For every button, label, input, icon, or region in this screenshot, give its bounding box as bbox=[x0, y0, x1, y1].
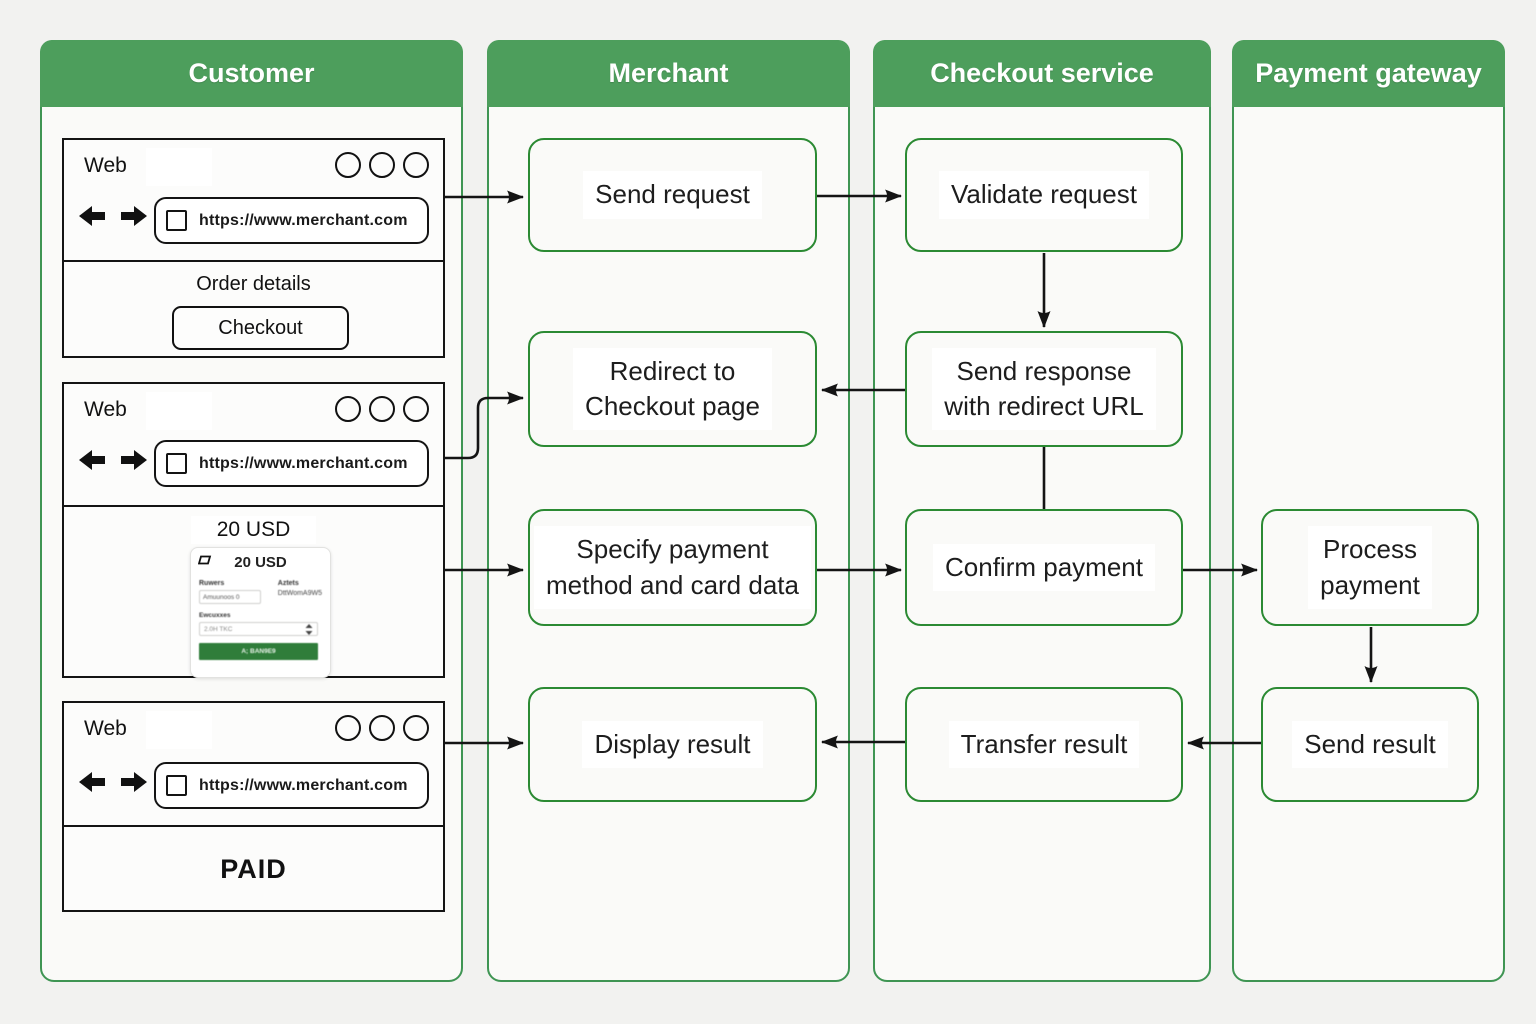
back-icon[interactable] bbox=[79, 449, 110, 471]
window-control-icon[interactable] bbox=[403, 152, 429, 178]
node-label: Send request bbox=[583, 171, 762, 219]
url-text: https://www.merchant.com bbox=[199, 454, 408, 472]
forward-icon[interactable] bbox=[116, 449, 147, 471]
node-label: Validate request bbox=[939, 171, 1149, 219]
node-send-response: Send response with redirect URL bbox=[905, 331, 1183, 447]
node-label: Specify payment method and card data bbox=[534, 526, 811, 609]
toolbar-highlight bbox=[146, 392, 212, 430]
back-icon[interactable] bbox=[79, 205, 110, 227]
card-input-value: 2.0H TKC bbox=[204, 625, 233, 633]
lane-customer-header: Customer bbox=[40, 40, 463, 107]
card-amount: 20 USD bbox=[234, 554, 287, 571]
card-field-value: DttWomA9W5 bbox=[277, 590, 322, 597]
browser-content: PAID bbox=[64, 824, 443, 910]
browser-title: Web bbox=[84, 398, 127, 421]
node-label: Display result bbox=[582, 720, 763, 769]
forward-icon[interactable] bbox=[116, 771, 147, 793]
node-label: Confirm payment bbox=[933, 543, 1155, 592]
page-icon bbox=[166, 453, 187, 474]
window-control-icon[interactable] bbox=[403, 396, 429, 422]
url-text: https://www.merchant.com bbox=[199, 776, 408, 794]
stepper-icon[interactable] bbox=[305, 623, 313, 635]
forward-icon[interactable] bbox=[116, 205, 147, 227]
window-controls[interactable] bbox=[335, 152, 429, 178]
window-controls[interactable] bbox=[335, 396, 429, 422]
paid-status: PAID bbox=[220, 854, 287, 884]
order-details-heading: Order details bbox=[196, 273, 311, 295]
url-bar[interactable]: https://www.merchant.com bbox=[154, 762, 429, 809]
browser-window-paid: Web https://www.merchant.com PAID bbox=[62, 701, 445, 912]
page-icon bbox=[166, 210, 187, 231]
node-process-payment: Process payment bbox=[1261, 509, 1479, 626]
browser-content: 20 USD 20 USD Ruwers Amuunoos 0 Aztets D… bbox=[64, 504, 443, 678]
url-bar[interactable]: https://www.merchant.com bbox=[154, 197, 429, 244]
nav-buttons[interactable] bbox=[79, 771, 147, 793]
back-icon[interactable] bbox=[79, 771, 110, 793]
pay-submit-button[interactable]: A; BAN9E9 bbox=[199, 643, 318, 660]
browser-toolbar: Web https://www.merchant.com bbox=[64, 384, 443, 507]
card-field-label: Aztets bbox=[277, 580, 299, 587]
page-icon bbox=[166, 775, 187, 796]
card-field-label: Ewcuxxes bbox=[199, 612, 231, 619]
node-display-result: Display result bbox=[528, 687, 817, 802]
url-bar[interactable]: https://www.merchant.com bbox=[154, 440, 429, 487]
toolbar-highlight bbox=[146, 711, 212, 749]
nav-buttons[interactable] bbox=[79, 449, 147, 471]
lane-payment-gateway: Payment gateway bbox=[1232, 40, 1505, 982]
node-label: Send result bbox=[1292, 720, 1448, 769]
window-control-icon[interactable] bbox=[335, 152, 361, 178]
lane-checkout-service-header: Checkout service bbox=[873, 40, 1211, 107]
browser-title: Web bbox=[84, 154, 127, 177]
cart-icon bbox=[198, 555, 212, 565]
payment-form-card: 20 USD Ruwers Amuunoos 0 Aztets DttWomA9… bbox=[190, 547, 331, 678]
node-specify-payment: Specify payment method and card data bbox=[528, 509, 817, 626]
browser-content: Order details Checkout bbox=[64, 259, 443, 356]
window-controls[interactable] bbox=[335, 715, 429, 741]
window-control-icon[interactable] bbox=[369, 152, 395, 178]
node-label: Send response with redirect URL bbox=[932, 347, 1156, 431]
node-send-result: Send result bbox=[1261, 687, 1479, 802]
node-label: Process payment bbox=[1308, 526, 1432, 609]
checkout-button[interactable]: Checkout bbox=[172, 306, 349, 350]
window-control-icon[interactable] bbox=[369, 715, 395, 741]
browser-window-payment: Web https://www.merchant.com 20 USD 20 U… bbox=[62, 382, 445, 678]
card-field-label: Ruwers bbox=[199, 580, 225, 587]
toolbar-highlight bbox=[146, 148, 212, 186]
browser-window-order: Web https://www.merchant.com Order detai… bbox=[62, 138, 445, 358]
window-control-icon[interactable] bbox=[335, 396, 361, 422]
lane-merchant-header: Merchant bbox=[487, 40, 850, 107]
node-redirect-checkout-page: Redirect to Checkout page bbox=[528, 331, 817, 447]
node-label: Redirect to Checkout page bbox=[573, 347, 772, 431]
card-select-field[interactable]: Amuunoos 0 bbox=[199, 590, 261, 604]
node-validate-request: Validate request bbox=[905, 138, 1183, 252]
lane-payment-gateway-header: Payment gateway bbox=[1232, 40, 1505, 107]
node-confirm-payment: Confirm payment bbox=[905, 509, 1183, 626]
window-control-icon[interactable] bbox=[403, 715, 429, 741]
browser-title: Web bbox=[84, 717, 127, 740]
browser-toolbar: Web https://www.merchant.com bbox=[64, 703, 443, 827]
card-amount-input[interactable]: 2.0H TKC bbox=[199, 622, 318, 636]
nav-buttons[interactable] bbox=[79, 205, 147, 227]
browser-toolbar: Web https://www.merchant.com bbox=[64, 140, 443, 262]
window-control-icon[interactable] bbox=[369, 396, 395, 422]
url-text: https://www.merchant.com bbox=[199, 211, 408, 229]
node-transfer-result: Transfer result bbox=[905, 687, 1183, 802]
node-send-request: Send request bbox=[528, 138, 817, 252]
amount-heading: 20 USD bbox=[190, 516, 317, 544]
node-label: Transfer result bbox=[948, 720, 1140, 769]
window-control-icon[interactable] bbox=[335, 715, 361, 741]
